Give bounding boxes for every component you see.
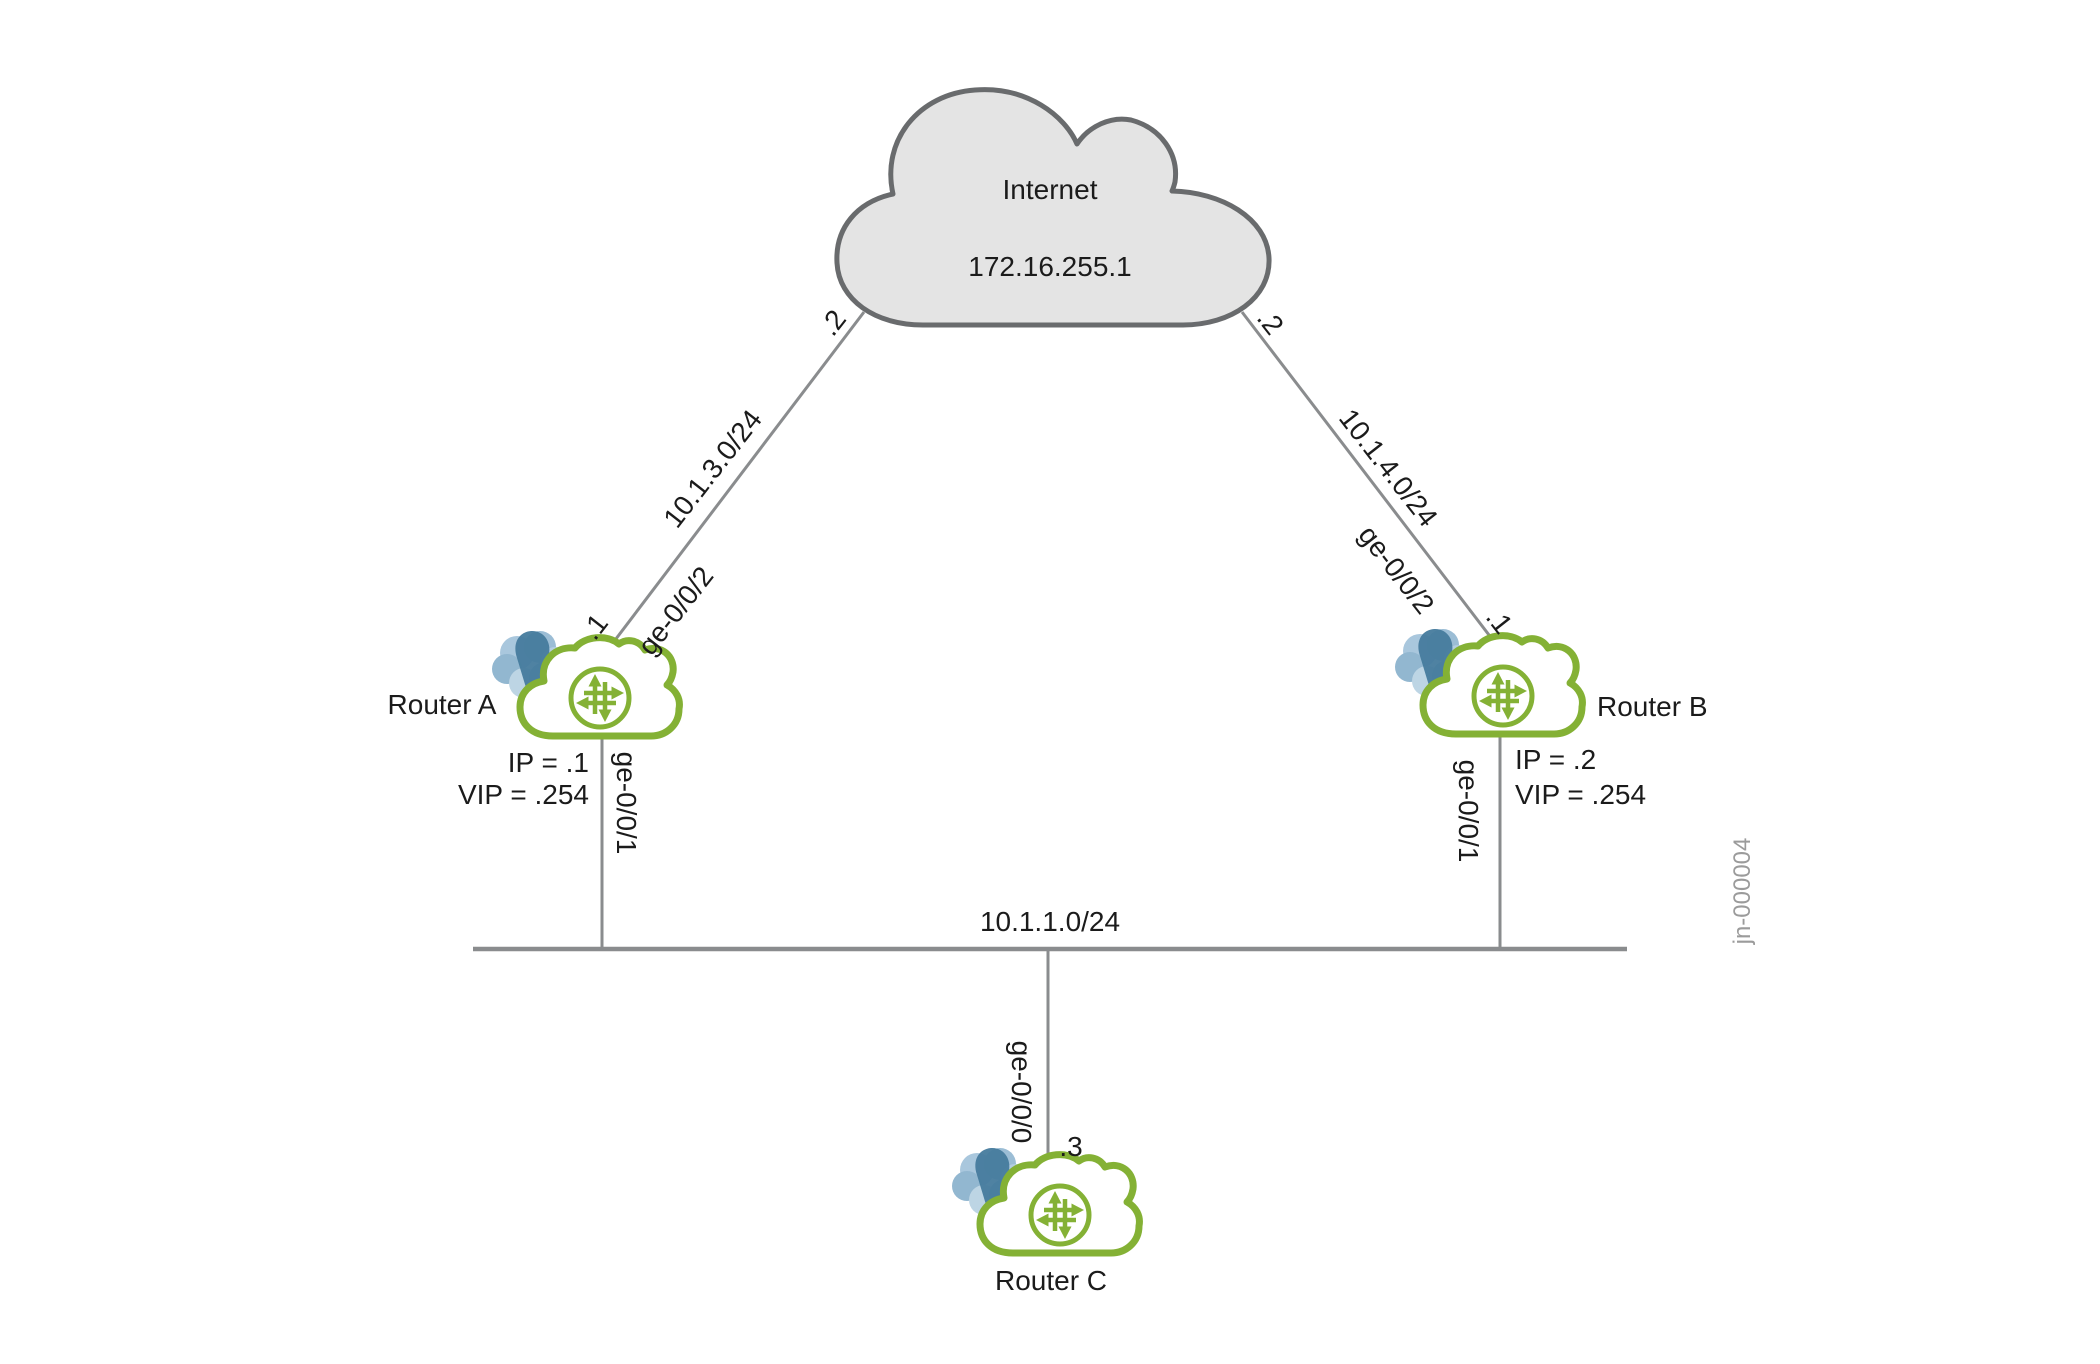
router-a-vip-label: VIP = .254 xyxy=(457,779,589,810)
router-b-lan-interface-label: ge-0/0/1 xyxy=(1453,759,1484,863)
internet-cloud xyxy=(834,87,1272,328)
link-internet-router-a xyxy=(604,311,866,653)
router-c-icon xyxy=(952,1147,1139,1253)
router-b-ip-label: IP = .2 xyxy=(1515,744,1597,775)
figure-id-watermark: jn-000004 xyxy=(1729,837,1756,945)
internet-address-label: 172.16.255.1 xyxy=(968,251,1132,282)
router-b-name-label: Router B xyxy=(1597,691,1708,722)
router-b-icon xyxy=(1395,628,1582,734)
lan-subnet-label: 10.1.1.0/24 xyxy=(979,906,1121,937)
link-internet-router-b xyxy=(1240,311,1504,653)
link-lines xyxy=(473,311,1627,1170)
router-a-lan-interface-label: ge-0/0/1 xyxy=(611,751,642,855)
router-b-vip-label: VIP = .254 xyxy=(1515,779,1647,810)
router-c-name-label: Router C xyxy=(994,1265,1108,1296)
internet-label: Internet xyxy=(1002,174,1098,205)
router-a-ip-label: IP = .1 xyxy=(507,747,589,778)
router-c-end-label: .3 xyxy=(1059,1131,1083,1162)
router-c-lan-interface-label: ge-0/0/0 xyxy=(1006,1040,1037,1144)
router-a-name-label: Router A xyxy=(387,689,497,720)
